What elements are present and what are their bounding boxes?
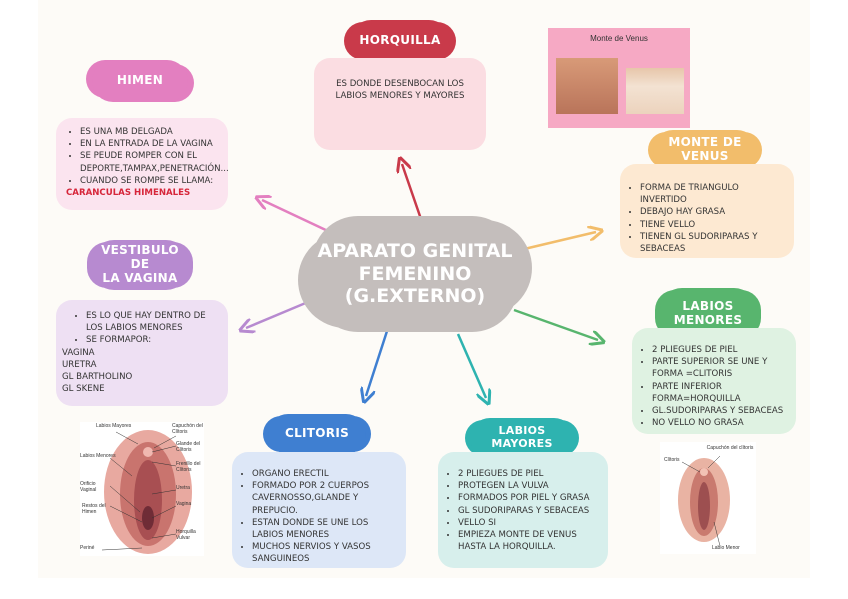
himen-title: HIMEN (92, 60, 188, 102)
plain-item: GL BARTHOLINO (62, 372, 133, 383)
anatomy-label: Frenillo del Clítoris (176, 461, 201, 473)
monte-venus-caption: Monte de Venus (590, 34, 648, 43)
list-item: SE PEUDE ROMPER CON EL DEPORTE,TAMPAX,PE… (80, 150, 229, 174)
central-topic: APARATO GENITAL FEMENINO (G.EXTERNO) (306, 222, 524, 326)
list-item: GL SUDORIPARAS Y SEBACEAS (458, 505, 602, 517)
monte-venus-image: Monte de Venus (548, 28, 690, 128)
anatomy-illustration-right: Capuchón del clítoris Clítoris Labio Men… (660, 442, 756, 554)
anatomy-label: Labios Mayores (96, 423, 132, 429)
monte-venus-box: FORMA DE TRIANGULO INVERTIDO DEBAJO HAY … (620, 164, 794, 258)
list-item: SE FORMAPOR: (86, 334, 222, 346)
anatomy-label: Restos del Himen (82, 503, 106, 515)
photo-side (626, 68, 684, 114)
list-item: FORMADOS POR PIEL Y GRASA (458, 492, 602, 504)
list-item: EMPIEZA MONTE DE VENUS HASTA LA HORQUILL… (458, 529, 602, 553)
clitoris-title: CLITORIS (268, 414, 366, 454)
anatomy-label: Vagina (176, 501, 192, 507)
list-item: DEBAJO HAY GRASA (640, 206, 788, 218)
monte-venus-title: MONTE DE VENUS (653, 130, 757, 170)
anatomy-drawing (678, 455, 730, 547)
anatomy-label: Labio Menor (712, 545, 740, 551)
list-item: PROTEGEN LA VULVA (458, 480, 602, 492)
arrow-horquilla (402, 164, 424, 223)
list-item: TIENE VELLO (640, 219, 788, 231)
himen-highlight: CARANCULAS HIMENALES (66, 188, 191, 199)
arrow-labios-menores (513, 308, 598, 340)
arrow-vestibulo (246, 300, 309, 328)
list-item: MUCHOS NERVIOS Y VASOS SANGUINEOS (252, 541, 400, 565)
list-item: FORMADO POR 2 CUERPOS CAVERNOSSO,GLANDE … (252, 480, 400, 517)
anatomy-label: Capuchón del Clítoris (172, 423, 203, 435)
list-item: NO VELLO NO GRASA (652, 417, 790, 429)
anatomy-drawing (101, 430, 192, 554)
anatomy-label: Periné (80, 545, 95, 551)
list-item: GL.SUDORIPARAS Y SEBACEAS (652, 405, 790, 417)
list-item: TIENEN GL SUDORIPARAS Y SEBACEAS (640, 231, 788, 255)
list-item: ORGANO ERECTIL (252, 468, 400, 480)
labios-menores-title-line: MENORES (673, 313, 743, 327)
horquilla-text: ES DONDE DESENBOCAN LOS LABIOS MENORES Y… (335, 79, 465, 102)
list-item: FORMA DE TRIANGULO INVERTIDO (640, 182, 788, 206)
horquilla-title: HORQUILLA (350, 20, 450, 62)
anatomy-illustration-left: Labios Mayores Capuchón del Clítoris Gla… (80, 422, 204, 556)
photo-front (556, 58, 618, 114)
list-item: CUANDO SE ROMPE SE LLAMA: (80, 175, 222, 187)
anatomy-label: Labios Menores (80, 453, 116, 459)
plain-item: URETRA (62, 359, 97, 370)
arrow-clitoris (366, 327, 390, 396)
list-item: 2 PLIEGUES DE PIEL (652, 344, 790, 356)
labios-menores-title-line: LABIOS (682, 299, 734, 314)
anatomy-label: Horquilla Vulvar (176, 529, 196, 541)
plain-item: VAGINA (62, 347, 95, 358)
himen-box: ES UNA MB DELGADA EN LA ENTRADA DE LA VA… (56, 118, 229, 210)
list-item: ES LO QUE HAY DENTRO DE LOS LABIOS MENOR… (86, 310, 222, 334)
vestibulo-box: ES LO QUE HAY DENTRO DE LOS LABIOS MENOR… (56, 300, 228, 406)
list-item: PARTE INFERIOR FORMA=HORQUILLA (652, 381, 790, 405)
vestibulo-title: VESTIBULO DE LA VAGINA (92, 240, 188, 290)
central-topic-line: (G.EXTERNO) (344, 285, 486, 308)
list-item: ESTAN DONDE SE UNE LOS LABIOS MENORES (252, 517, 400, 541)
vestibulo-title-line: VESTIBULO DE (101, 243, 179, 272)
arrow-labios-mayores (456, 333, 486, 398)
list-item: VELLO SI (458, 517, 602, 529)
anatomy-label: Orificio Vaginal (80, 481, 97, 493)
central-topic-line: APARATO GENITAL (317, 239, 513, 262)
anatomy-label: Uretra (176, 485, 190, 491)
anatomy-label: Capuchón del clítoris (706, 445, 754, 451)
arrow-himen (262, 200, 331, 234)
list-item: EN LA ENTRADA DE LA VAGINA (80, 138, 222, 150)
anatomy-label: Clítoris (664, 457, 680, 463)
horquilla-box: ES DONDE DESENBOCAN LOS LABIOS MENORES Y… (314, 58, 486, 150)
labios-menores-box: 2 PLIEGUES DE PIEL PARTE SUPERIOR SE UNE… (632, 328, 796, 434)
labios-mayores-title: LABIOS MAYORES (470, 418, 574, 458)
list-item: PARTE SUPERIOR SE UNE Y FORMA =CLITORIS (652, 356, 790, 380)
list-item: ES UNA MB DELGADA (80, 126, 222, 138)
labios-mayores-box: 2 PLIEGUES DE PIEL PROTEGEN LA VULVA FOR… (438, 452, 608, 568)
clitoris-box: ORGANO ERECTIL FORMADO POR 2 CUERPOS CAV… (232, 452, 406, 568)
vestibulo-title-line: LA VAGINA (102, 270, 178, 285)
arrow-monte-venus (519, 232, 596, 252)
plain-item: GL SKENE (62, 384, 105, 395)
list-item: 2 PLIEGUES DE PIEL (458, 468, 602, 480)
central-topic-line: FEMENINO (358, 262, 472, 285)
anatomy-label: Glande del Clítoris (176, 441, 201, 453)
